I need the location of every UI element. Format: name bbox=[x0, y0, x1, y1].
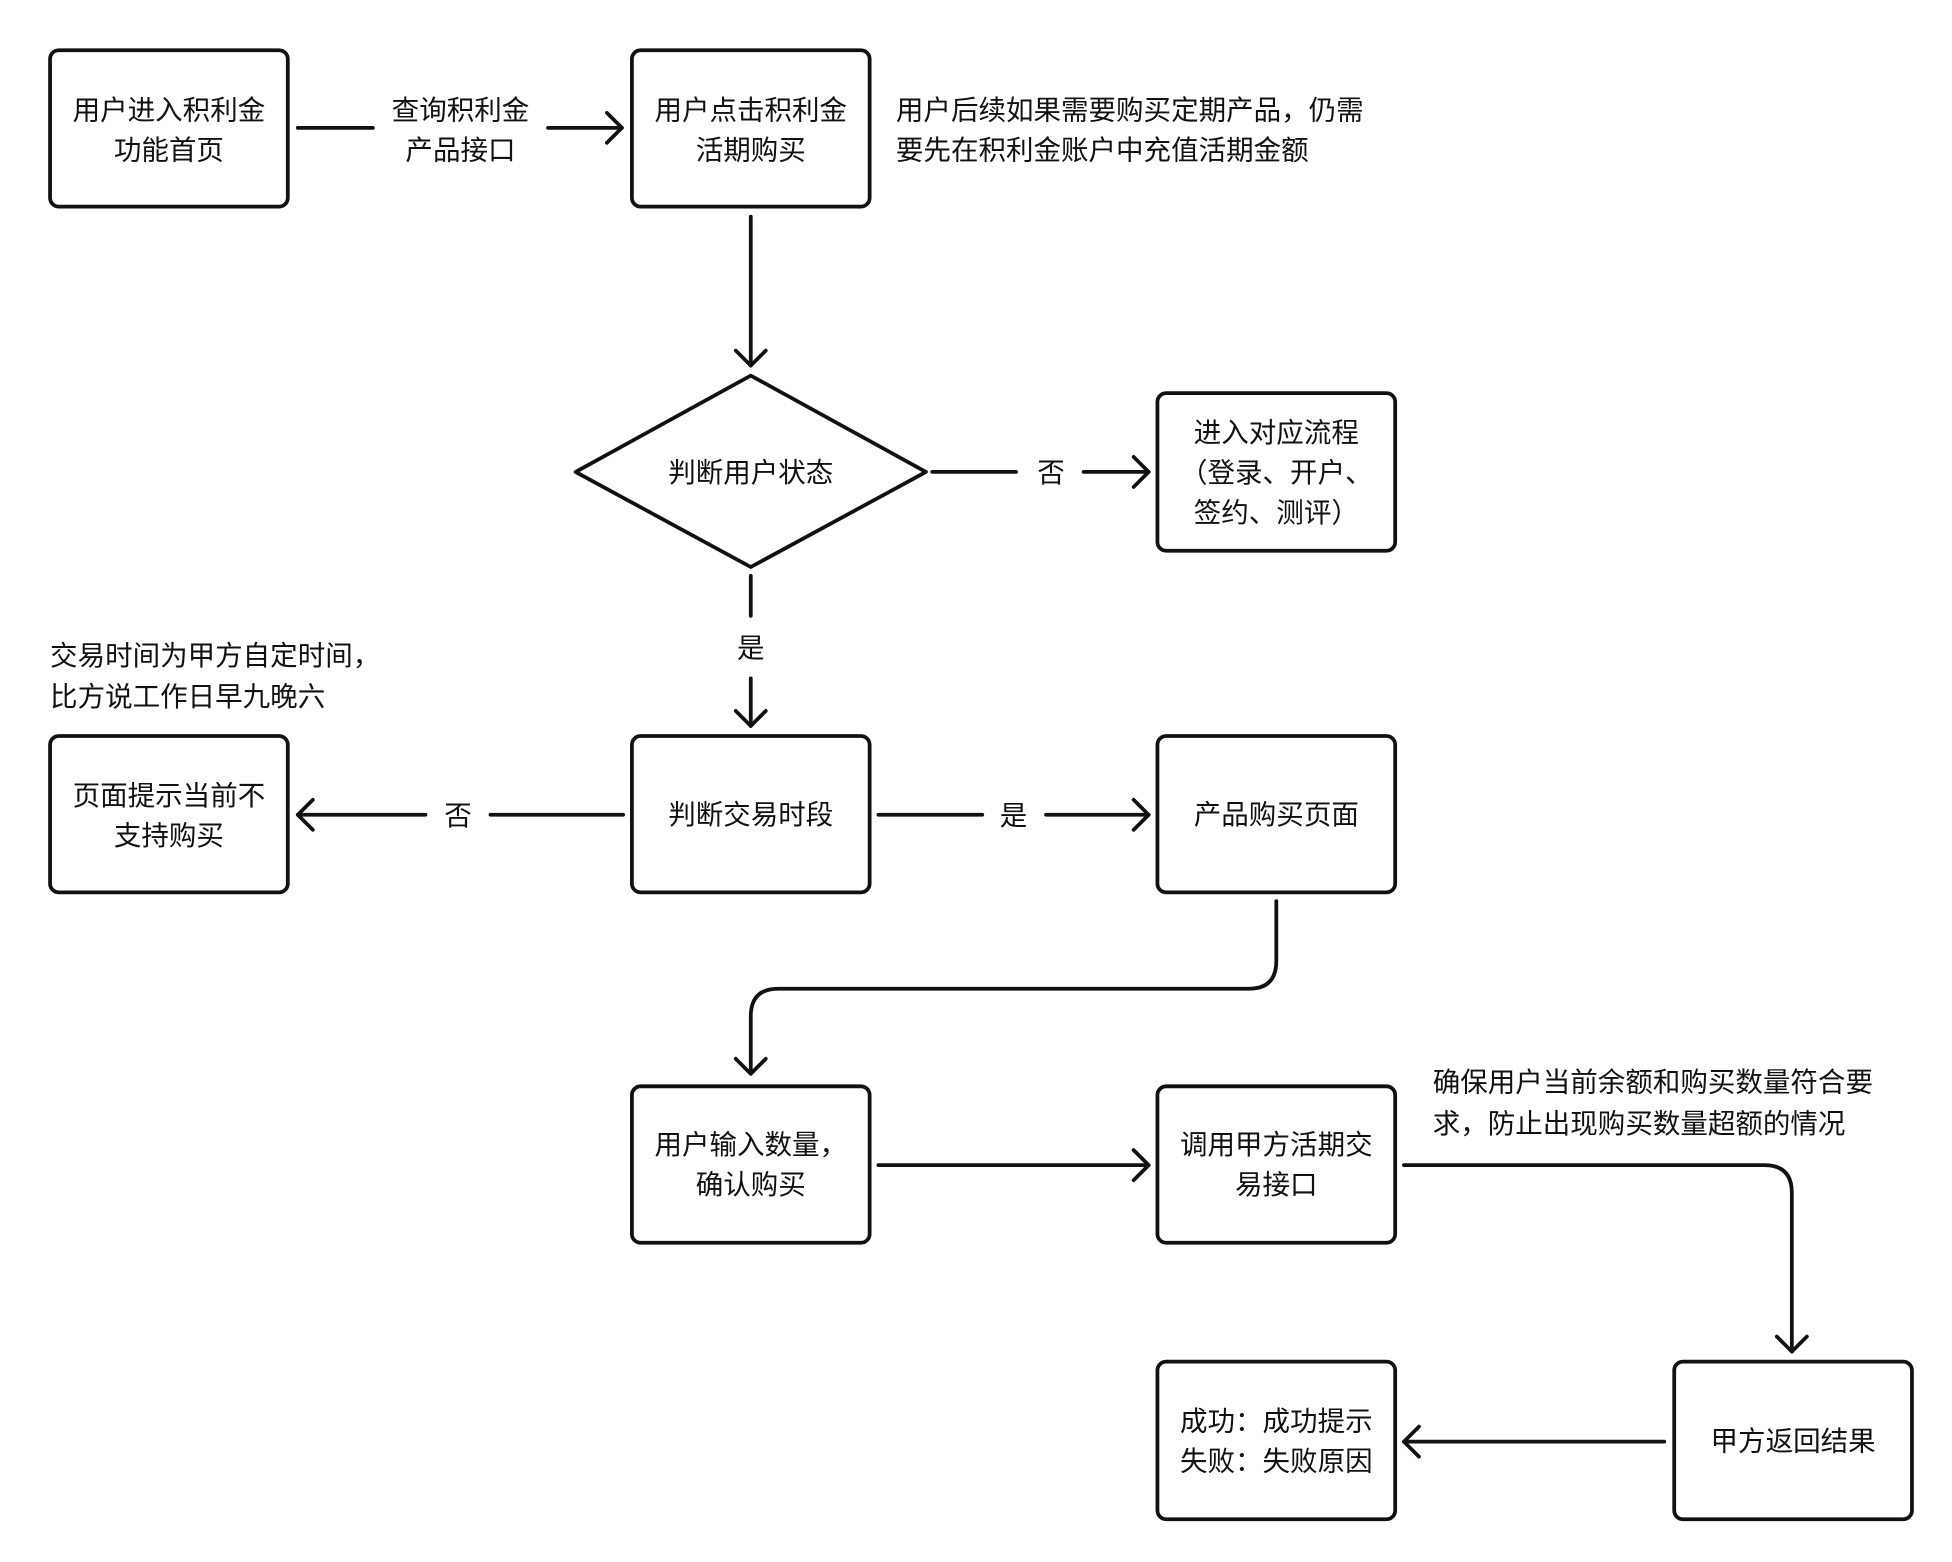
edge-label: 是 bbox=[1000, 800, 1028, 832]
arrow-right-icon bbox=[1131, 455, 1151, 489]
node-start-line-2: 功能首页 bbox=[114, 134, 224, 166]
edge-input-qty-to-call-api bbox=[876, 1148, 1151, 1183]
node-result-box bbox=[1672, 1359, 1914, 1522]
note-line-2: 要先在积利金账户中充值活期金额 bbox=[896, 134, 1309, 166]
node-check-time: 判断交易时段 bbox=[630, 734, 872, 895]
edge-label: 否 bbox=[444, 800, 472, 832]
edge-buy-page-to-input-qty bbox=[733, 899, 1279, 1076]
note-line-1: 用户后续如果需要购买定期产品，仍需 bbox=[896, 94, 1364, 126]
decision-diamond bbox=[573, 373, 928, 569]
note-line-1: 交易时间为甲方自定时间， bbox=[50, 640, 380, 672]
node-input-qty-line-2: 确认购买 bbox=[696, 1169, 806, 1201]
node-click-buy-box bbox=[630, 48, 872, 209]
node-call-api: 调用甲方活期交 易接口 bbox=[1155, 1084, 1398, 1245]
arrow-right-icon bbox=[604, 110, 624, 145]
node-flow-line-3: 签约、测评） bbox=[1194, 497, 1359, 529]
node-input-qty-box bbox=[630, 1084, 872, 1245]
node-click-buy: 用户点击积利金 活期购买 bbox=[630, 48, 872, 209]
note-line-2: 求，防止出现购买数量超额的情况 bbox=[1433, 1108, 1846, 1140]
arrow-down-icon bbox=[733, 709, 768, 728]
node-not-supported-box bbox=[48, 734, 290, 895]
node-input-qty-line-1: 用户输入数量， bbox=[654, 1129, 847, 1161]
note-trade-time: 交易时间为甲方自定时间， 比方说工作日早九晚六 bbox=[50, 640, 380, 713]
edge-label-line-2: 产品接口 bbox=[405, 134, 515, 166]
node-start-line-1: 用户进入积利金 bbox=[73, 94, 266, 126]
node-check-user: 判断用户状态 bbox=[573, 373, 928, 569]
node-click-buy-line-2: 活期购买 bbox=[696, 134, 806, 166]
edge-label-line-1: 查询积利金 bbox=[392, 94, 530, 126]
node-check-user-label: 判断用户状态 bbox=[668, 457, 833, 489]
arrow-left-icon bbox=[295, 797, 315, 832]
arrow-left-icon bbox=[1402, 1424, 1421, 1459]
arrow-down-icon bbox=[733, 1056, 768, 1076]
edge-start-to-click-buy: 查询积利金 产品接口 bbox=[295, 94, 624, 166]
note-regular-product: 用户后续如果需要购买定期产品，仍需 要先在积利金账户中充值活期金额 bbox=[896, 94, 1364, 166]
node-start: 用户进入积利金 功能首页 bbox=[48, 48, 290, 209]
node-flow-line-2: （登录、开户、 bbox=[1180, 457, 1373, 489]
edge-label: 是 bbox=[737, 632, 765, 664]
node-start-box bbox=[48, 48, 290, 209]
edge-check-time-no: 否 bbox=[295, 797, 626, 832]
edge-line bbox=[1402, 1163, 1794, 1354]
node-not-supported: 页面提示当前不 支持购买 bbox=[48, 734, 290, 895]
arrow-down-icon bbox=[733, 348, 768, 368]
node-check-time-box bbox=[630, 734, 872, 895]
node-buy-page: 产品购买页面 bbox=[1155, 734, 1398, 895]
edge-check-time-yes: 是 bbox=[876, 797, 1151, 832]
node-result: 甲方返回结果 bbox=[1672, 1359, 1914, 1522]
arrow-right-icon bbox=[1131, 1148, 1151, 1183]
node-call-api-line-2: 易接口 bbox=[1235, 1169, 1318, 1201]
node-flow: 进入对应流程 （登录、开户、 签约、测评） bbox=[1155, 391, 1398, 553]
note-balance-check: 确保用户当前余额和购买数量符合要 求，防止出现购买数量超额的情况 bbox=[1433, 1067, 1873, 1140]
node-call-api-line-1: 调用甲方活期交 bbox=[1180, 1129, 1373, 1161]
node-buy-page-box bbox=[1155, 734, 1398, 895]
node-check-time-label: 判断交易时段 bbox=[668, 799, 833, 831]
node-not-supported-line-2: 支持购买 bbox=[114, 820, 224, 852]
node-not-supported-line-1: 页面提示当前不 bbox=[73, 780, 266, 812]
arrow-down-icon bbox=[1774, 1334, 1809, 1354]
edge-result-to-feedback bbox=[1402, 1424, 1667, 1459]
node-result-label: 甲方返回结果 bbox=[1711, 1426, 1876, 1458]
note-line-2: 比方说工作日早九晚六 bbox=[50, 681, 325, 713]
node-buy-page-label: 产品购买页面 bbox=[1194, 799, 1359, 831]
node-feedback-box bbox=[1155, 1359, 1398, 1522]
edge-check-user-no: 否 bbox=[930, 455, 1151, 489]
note-line-1: 确保用户当前余额和购买数量符合要 bbox=[1433, 1067, 1873, 1099]
edge-line bbox=[748, 899, 1279, 1076]
edge-label: 否 bbox=[1037, 457, 1065, 489]
node-flow-line-1: 进入对应流程 bbox=[1194, 417, 1359, 449]
edge-click-buy-to-check-user bbox=[733, 214, 768, 368]
node-input-qty: 用户输入数量， 确认购买 bbox=[630, 1084, 872, 1245]
edge-call-api-to-result bbox=[1402, 1163, 1809, 1354]
edge-check-user-yes: 是 bbox=[733, 573, 768, 728]
node-feedback: 成功：成功提示 失败：失败原因 bbox=[1155, 1359, 1398, 1522]
node-feedback-line-2: 失败：失败原因 bbox=[1180, 1446, 1373, 1478]
arrow-right-icon bbox=[1131, 797, 1151, 832]
node-feedback-line-1: 成功：成功提示 bbox=[1180, 1406, 1373, 1438]
node-click-buy-line-1: 用户点击积利金 bbox=[654, 94, 847, 126]
node-call-api-box bbox=[1155, 1084, 1398, 1245]
node-flow-box bbox=[1155, 391, 1398, 553]
